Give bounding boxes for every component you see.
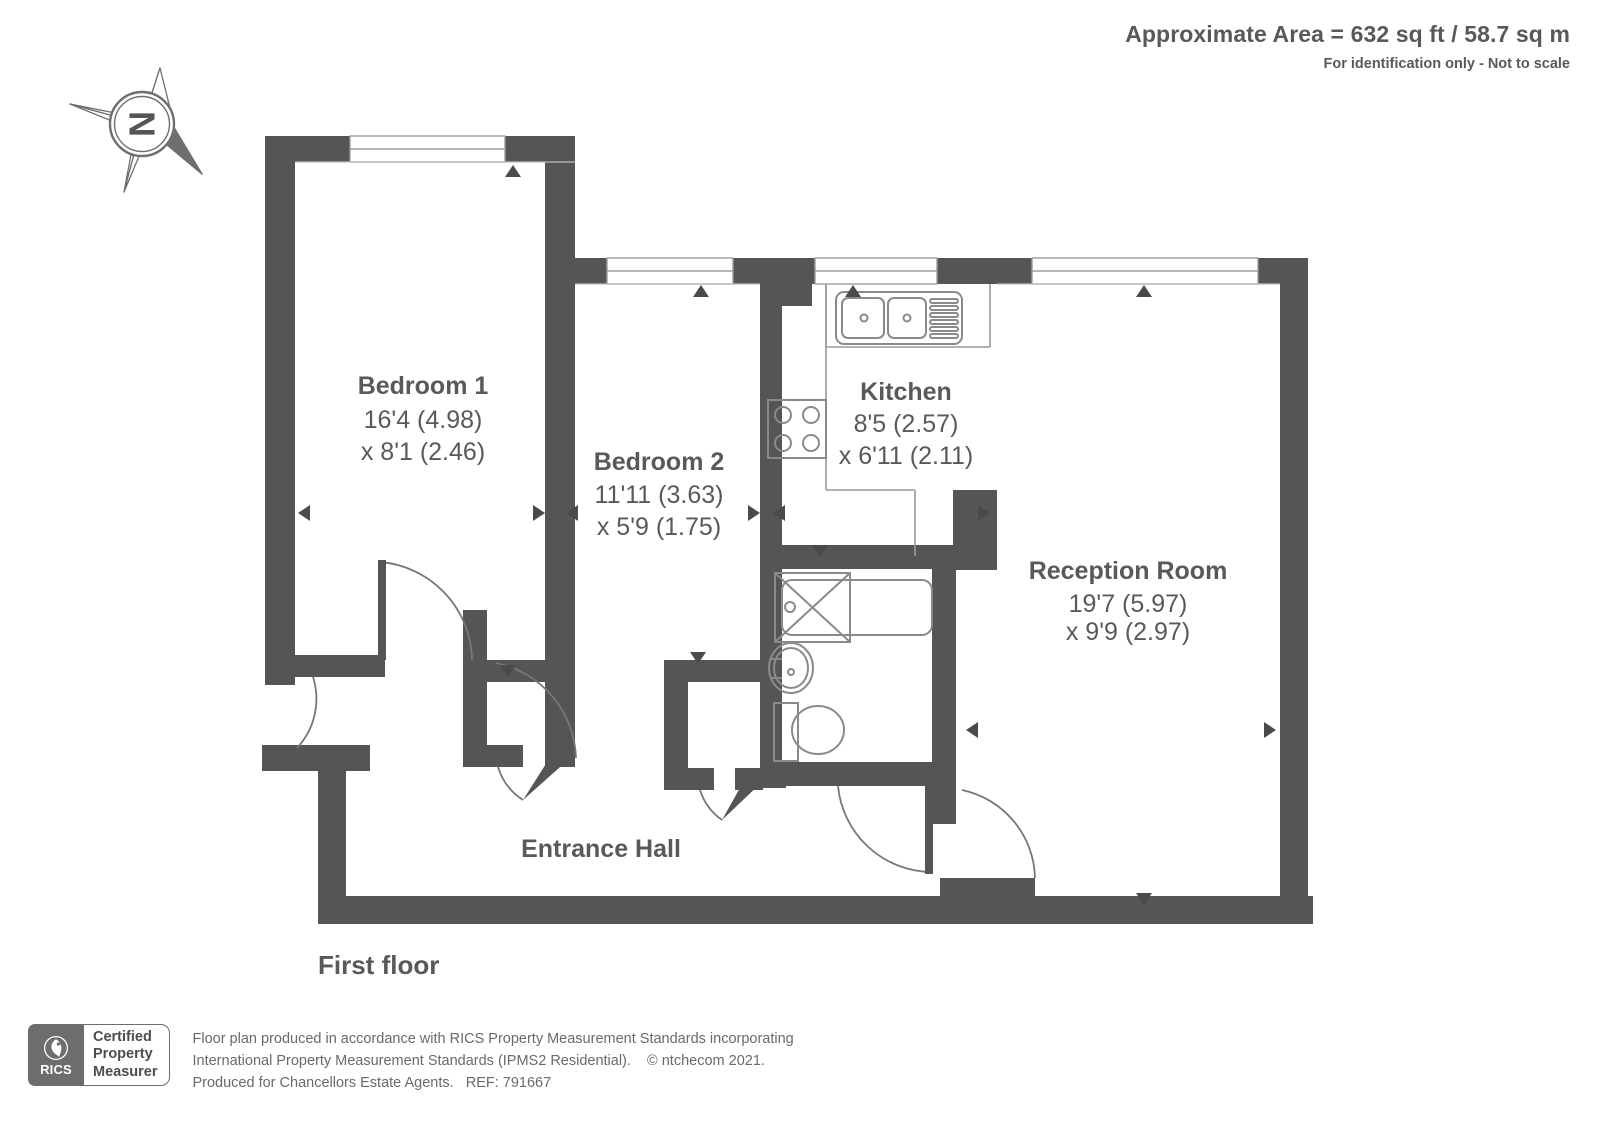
room-label-bedroom-1: Bedroom 1	[358, 372, 489, 400]
room-dim-kitchen-primary: 8'5 (2.57)	[854, 410, 959, 438]
windows	[349, 135, 1259, 285]
cert-line-1: Certified	[93, 1029, 152, 1046]
disclaimer-line-2: International Property Measurement Stand…	[192, 1053, 765, 1070]
room-label-entrance-hall: Entrance Hall	[521, 835, 681, 863]
room-label-reception-room: Reception Room	[1029, 557, 1228, 585]
room-inner-outlines	[295, 161, 1280, 285]
room-dim-reception-secondary: x 9'9 (2.97)	[1066, 618, 1190, 646]
cert-line-3: Measurer	[93, 1063, 158, 1080]
disclaimer-line-1: Floor plan produced in accordance with R…	[192, 1031, 794, 1047]
floor-plan-svg: .wall { fill: #555555; } .fx { fill: non…	[262, 135, 1313, 924]
rics-brand-mark: RICS	[28, 1024, 84, 1086]
door-bedroom-1	[379, 561, 473, 661]
room-label-bedroom-2: Bedroom 2	[594, 448, 725, 476]
room-dim-reception-primary: 19'7 (5.97)	[1069, 590, 1188, 618]
kitchen-fixtures	[767, 284, 991, 556]
floor-plan-canvas: .wall { fill: #555555; } .fx { fill: non…	[262, 135, 1313, 924]
room-dim-bedroom-1-secondary: x 8'1 (2.46)	[361, 438, 485, 466]
kitchen-hob-icon	[767, 399, 827, 459]
disclaimer-text: Floor plan produced in accordance with R…	[192, 1024, 793, 1094]
door-bathroom	[837, 785, 932, 873]
room-dim-kitchen-secondary: x 6'11 (2.11)	[839, 442, 973, 470]
header-area-summary: Approximate Area = 632 sq ft / 58.7 sq m…	[870, 0, 1570, 73]
door-hall-left	[296, 676, 318, 749]
dimension-markers	[298, 165, 1276, 905]
room-dim-bedroom-2-secondary: x 5'9 (1.75)	[597, 513, 721, 541]
area-disclaimer-note: For identification only - Not to scale	[1323, 55, 1570, 72]
room-dim-bedroom-1-primary: 16'4 (4.98)	[364, 406, 483, 434]
disclaimer-line-3: Produced for Chancellors Estate Agents. …	[192, 1075, 552, 1092]
rics-certification-text: Certified Property Measurer	[84, 1024, 171, 1086]
walls	[262, 136, 1313, 924]
compass-rose-icon: N	[62, 52, 222, 207]
approximate-area-title: Approximate Area = 632 sq ft / 58.7 sq m	[1125, 21, 1570, 47]
door-reception	[961, 789, 1036, 879]
wash-basin-icon	[768, 642, 814, 694]
floor-caption: First floor	[318, 950, 440, 980]
door-cupboard-2	[699, 789, 723, 821]
rics-wordmark: RICS	[40, 1062, 72, 1077]
room-dim-bedroom-2-primary: 11'11 (3.63)	[595, 481, 724, 509]
compass-north-label: N	[122, 111, 163, 137]
kitchen-sink-icon	[835, 291, 963, 345]
rics-crest-icon	[43, 1035, 69, 1061]
bath-icon	[774, 572, 933, 643]
cert-line-2: Property	[93, 1046, 153, 1063]
room-label-kitchen: Kitchen	[860, 378, 952, 406]
bathroom-fixtures	[768, 572, 933, 762]
toilet-icon	[773, 702, 845, 762]
room-labels: Bedroom 1 16'4 (4.98) x 8'1 (2.46) Bedro…	[358, 372, 1228, 863]
rics-certified-property-measurer-logo: RICS Certified Property Measurer	[28, 1024, 171, 1086]
footer: RICS Certified Property Measurer Floor p…	[28, 1024, 794, 1094]
door-cupboard-1	[497, 766, 524, 801]
